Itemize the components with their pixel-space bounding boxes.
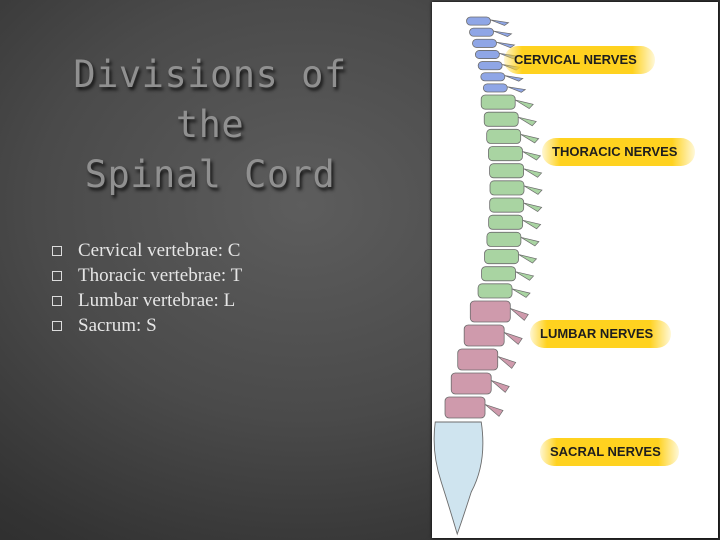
lumbar-vertebra-process bbox=[497, 356, 517, 369]
thoracic-vertebra bbox=[489, 163, 524, 179]
cervical-nerves-label: CERVICAL NERVES bbox=[504, 46, 655, 74]
cervical-vertebra bbox=[480, 72, 506, 82]
spine-illustration: CERVICAL NERVES THORACIC NERVES LUMBAR N… bbox=[432, 2, 718, 538]
bullet-item: Thoracic vertebrae: T bbox=[52, 263, 242, 288]
lumbar-vertebra bbox=[463, 324, 505, 347]
thoracic-vertebra-process bbox=[518, 254, 538, 264]
square-bullet-icon bbox=[52, 295, 62, 306]
cervical-vertebra bbox=[474, 50, 500, 59]
title-line-1: Divisions of the bbox=[73, 53, 347, 146]
cervical-vertebra bbox=[469, 27, 494, 37]
bullet-text: Sacrum: S bbox=[78, 314, 157, 336]
thoracic-vertebra-process bbox=[523, 168, 543, 178]
lumbar-vertebra bbox=[450, 372, 492, 395]
thoracic-vertebra-process bbox=[522, 151, 542, 161]
bullet-item: Sacrum: S bbox=[52, 313, 242, 338]
thoracic-vertebra bbox=[481, 266, 516, 282]
thoracic-nerves-label: THORACIC NERVES bbox=[542, 138, 696, 166]
bullet-text: Thoracic vertebrae: T bbox=[78, 264, 243, 286]
thoracic-vertebra-process bbox=[522, 219, 542, 230]
lumbar-vertebra-process bbox=[484, 404, 504, 417]
sacrum-bone bbox=[433, 421, 484, 536]
slide-title: Divisions of the Spinal Cord bbox=[30, 50, 390, 200]
sacral-nerves-label: SACRAL NERVES bbox=[540, 438, 679, 466]
thoracic-vertebra bbox=[484, 249, 519, 265]
cervical-vertebra-process bbox=[490, 19, 510, 26]
lumbar-vertebra-process bbox=[491, 380, 510, 393]
thoracic-vertebra bbox=[477, 283, 513, 299]
lumbar-vertebra bbox=[457, 348, 499, 371]
square-bullet-icon bbox=[52, 320, 62, 331]
thoracic-vertebra-process bbox=[515, 271, 535, 281]
thoracic-vertebra-process bbox=[520, 134, 540, 144]
spine-drawing bbox=[433, 16, 543, 536]
cervical-vertebra-process bbox=[504, 75, 524, 82]
square-bullet-icon bbox=[52, 245, 62, 256]
bullet-item: Lumbar vertebrae: L bbox=[52, 288, 242, 313]
thoracic-vertebra bbox=[489, 180, 525, 196]
thoracic-vertebra-process bbox=[520, 237, 540, 247]
lumbar-vertebra-process bbox=[510, 308, 529, 321]
thoracic-vertebra-process bbox=[523, 202, 543, 213]
thoracic-vertebra bbox=[489, 197, 525, 213]
bullet-text: Cervical vertebrae: C bbox=[78, 239, 241, 261]
title-line-2: Spinal Cord bbox=[84, 153, 336, 196]
lumbar-nerves-label: LUMBAR NERVES bbox=[530, 320, 672, 348]
cervical-vertebra-process bbox=[493, 30, 513, 38]
thoracic-vertebra bbox=[486, 231, 522, 247]
bullet-list: Cervical vertebrae: C Thoracic vertebrae… bbox=[52, 238, 242, 338]
thoracic-vertebra bbox=[480, 94, 516, 110]
thoracic-vertebra bbox=[483, 111, 519, 127]
square-bullet-icon bbox=[52, 270, 62, 281]
thoracic-vertebra-process bbox=[523, 185, 543, 195]
bullet-text: Lumbar vertebrae: L bbox=[78, 289, 236, 311]
lumbar-vertebra bbox=[444, 396, 486, 419]
cervical-vertebra bbox=[466, 16, 491, 26]
thoracic-vertebra bbox=[486, 128, 522, 144]
thoracic-vertebra-process bbox=[518, 116, 537, 127]
cervical-vertebra bbox=[477, 61, 503, 71]
cervical-vertebra bbox=[472, 38, 497, 48]
lumbar-vertebra-process bbox=[503, 332, 523, 345]
lumbar-vertebra bbox=[469, 300, 511, 323]
thoracic-vertebra bbox=[488, 146, 523, 162]
cervical-vertebra-process bbox=[507, 86, 527, 93]
bullet-item: Cervical vertebrae: C bbox=[52, 238, 242, 263]
thoracic-vertebra-process bbox=[515, 99, 534, 110]
thoracic-vertebra-process bbox=[511, 288, 531, 298]
cervical-vertebra bbox=[482, 83, 508, 93]
thoracic-vertebra bbox=[488, 214, 524, 230]
